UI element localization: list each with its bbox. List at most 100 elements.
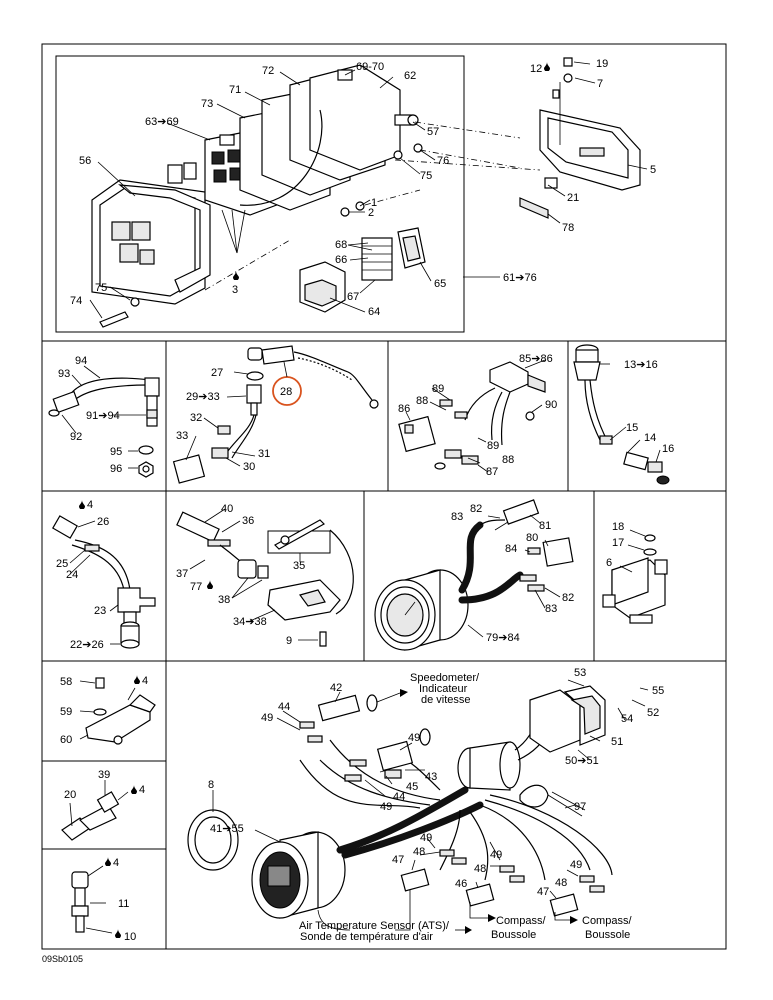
callout-49-lower-left: 49	[420, 832, 432, 844]
callout-61-76: 61➔76	[503, 272, 537, 284]
callout-18: 18	[612, 521, 624, 533]
callout-50-51: 50➔51	[565, 755, 599, 767]
callout-4: 4	[87, 499, 93, 511]
callout-83-bottom: 83	[545, 603, 557, 615]
callout-53: 53	[574, 667, 586, 679]
callout-92: 92	[70, 431, 82, 443]
callout-83-top: 83	[451, 511, 463, 523]
dashboard-harness-group: 8 41➔55 97	[187, 667, 664, 943]
threadlocker-drop-icon	[233, 271, 239, 280]
callout-30: 30	[243, 461, 255, 473]
callout-49-bottom: 49	[380, 801, 392, 813]
callout-19: 19	[596, 58, 608, 70]
footer-code: 09Sb0105	[42, 954, 83, 964]
speed-sensor-group: 94 93 91➔94 92 95 96	[48, 355, 160, 478]
callout-49-lower-right: 49	[490, 849, 502, 861]
callout-81: 81	[539, 520, 551, 532]
compass-label-a-fr: Boussole	[491, 929, 536, 941]
sensor-13-16-group: 13➔16 15 14 16	[573, 344, 674, 485]
callout-25: 25	[56, 558, 68, 570]
callout-44-bottom: 44	[393, 791, 405, 803]
callout-59: 59	[60, 706, 72, 718]
ats-label-en: Air Temperature Sensor (ATS)/	[299, 920, 450, 932]
threadlocker-drop-icon	[105, 857, 111, 866]
threadlocker-drop-icon	[544, 62, 550, 71]
callout-4: 4	[139, 784, 145, 796]
callout-31: 31	[258, 448, 270, 460]
valve-6-group: 18 17 6	[602, 521, 668, 624]
callout-62: 62	[404, 70, 416, 82]
sensor-10-11-group: 4 11 10	[71, 857, 136, 943]
callout-28: 28	[280, 386, 292, 398]
callout-49-top: 49	[261, 712, 273, 724]
callout-51: 51	[611, 736, 623, 748]
callout-65: 65	[434, 278, 446, 290]
callout-45: 45	[406, 781, 418, 793]
callout-96: 96	[110, 463, 122, 475]
callout-47-left: 47	[392, 854, 404, 866]
callout-89-top: 89	[432, 383, 444, 395]
callout-46: 46	[455, 878, 467, 890]
callout-58: 58	[60, 676, 72, 688]
callout-82-bottom: 82	[562, 592, 574, 604]
callout-60: 60	[60, 734, 72, 746]
callout-88-bottom: 88	[502, 454, 514, 466]
callout-94: 94	[75, 355, 87, 367]
callouts-fuse-box: 72 69-70 62 71 73 63➔69 57 56 76 75 1 2 …	[70, 58, 656, 318]
threadlocker-drop-icon	[79, 500, 85, 509]
speedometer-label-fr-2: de vitesse	[421, 694, 471, 706]
callout-37: 37	[176, 568, 188, 580]
callout-52: 52	[647, 707, 659, 719]
callout-11: 11	[118, 898, 129, 910]
callout-35: 35	[293, 560, 305, 572]
callout-20: 20	[64, 789, 76, 801]
sensor-22-26-group: 4 26 25 24 23 22➔26	[52, 499, 156, 651]
threadlocker-drop-icon	[207, 580, 213, 589]
callout-48-left: 48	[413, 846, 425, 858]
fuse-box-assembly	[89, 57, 648, 328]
callout-34-38: 34➔38	[233, 616, 267, 628]
callout-40: 40	[221, 503, 233, 515]
callout-13-16: 13➔16	[624, 359, 658, 371]
ats-label-fr: Sonde de température d'air	[300, 931, 433, 943]
callout-72: 72	[262, 65, 274, 77]
callout-57: 57	[427, 126, 439, 138]
callout-32: 32	[190, 412, 202, 424]
callout-86: 86	[398, 403, 410, 415]
callout-41-55: 41➔55	[210, 823, 244, 835]
callout-22-26: 22➔26	[70, 639, 104, 651]
speedometer-label-en: Speedometer/	[410, 672, 480, 684]
callout-29-33: 29➔33	[186, 391, 220, 403]
callout-69-70: 69-70	[356, 61, 384, 73]
callout-76: 76	[437, 155, 449, 167]
callout-3: 3	[232, 284, 238, 296]
threadlocker-drop-icon	[131, 785, 137, 794]
callout-54: 54	[621, 713, 633, 725]
callout-80: 80	[526, 532, 538, 544]
bracket-58-60-group: 58 4 59 60	[60, 675, 156, 746]
callout-43: 43	[425, 771, 437, 783]
threadlocker-drop-icon	[115, 929, 121, 938]
callout-77: 77	[190, 581, 202, 593]
callout-44-top: 44	[278, 701, 290, 713]
callout-5: 5	[650, 164, 656, 176]
callout-36: 36	[242, 515, 254, 527]
callout-48-right: 48	[555, 877, 567, 889]
sensor-34-40-group: 40 36 37 77 38 35 34➔38 9	[176, 503, 354, 647]
callout-88-top: 88	[416, 395, 428, 407]
callout-56: 56	[79, 155, 91, 167]
callout-17: 17	[612, 537, 624, 549]
callout-2: 2	[368, 207, 374, 219]
compass-label-b-fr: Boussole	[585, 929, 630, 941]
callout-85-86: 85➔86	[519, 353, 553, 365]
callout-23: 23	[94, 605, 106, 617]
callout-63-69: 63➔69	[145, 116, 179, 128]
callout-4: 4	[142, 675, 148, 687]
callout-47-right: 47	[537, 886, 549, 898]
sensor-85-90-group: 85➔86 89 88 86 90 89 88 87	[398, 353, 557, 478]
callout-15: 15	[626, 422, 638, 434]
sensor-27-33-group: 27 28 29➔33 32 33 31 30	[172, 345, 379, 484]
callout-73: 73	[201, 98, 213, 110]
callout-33: 33	[176, 430, 188, 442]
